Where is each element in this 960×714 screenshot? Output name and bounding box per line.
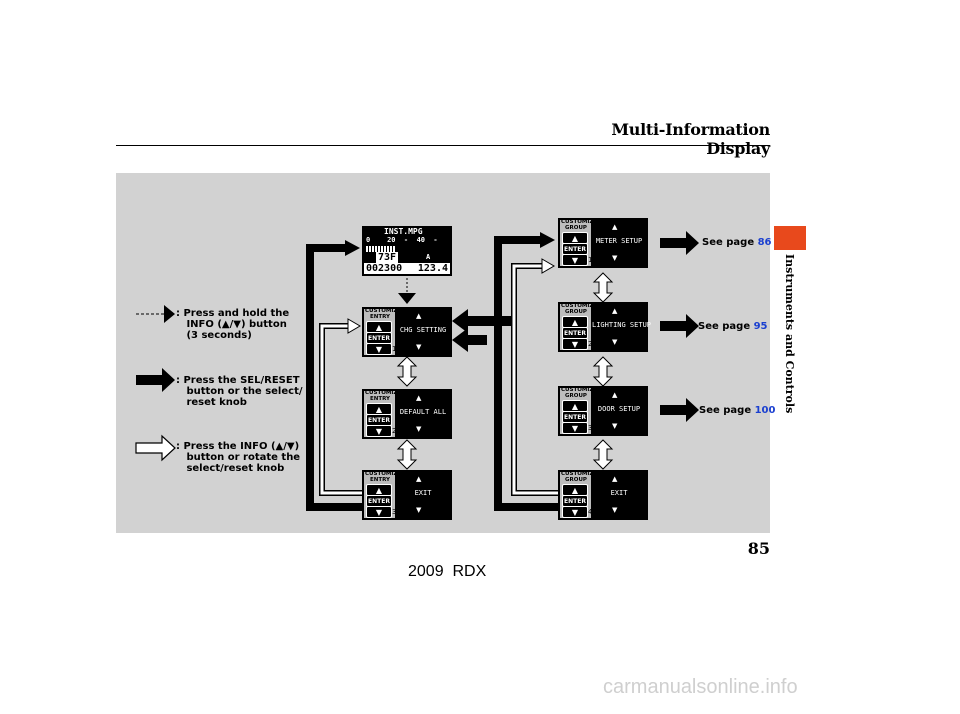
legend-hollow-arrow [135, 434, 176, 462]
down-button: ▼ [562, 338, 588, 350]
screen-meter-setup: CUSTOMIZE GROUP ▲ ENTER ▼ ▲ METER SETUP … [558, 218, 648, 268]
legend-solid-arrow [136, 368, 175, 392]
fuel-economy-bar [366, 246, 396, 252]
see-page-95[interactable]: See page 95 [698, 321, 768, 332]
screen-default-all: CUSTOMIZE ENTRY ▲ ENTER ▼ ▲ DEFAULT ALL … [362, 389, 452, 439]
down-button: ▼ [562, 254, 588, 266]
entry-black-loop [306, 244, 362, 511]
section-title: Multi-Information Display [611, 120, 770, 158]
screen-door-setup: CUSTOMIZE GROUP ▲ ENTER ▼ ▲ DOOR SETUP ▼… [558, 386, 648, 436]
page-number: 85 [747, 539, 770, 558]
screen-lighting-setup: CUSTOMIZE GROUP ▲ ENTER ▼ ▲ LIGHTING SET… [558, 302, 651, 352]
down-button: ▼ [366, 425, 392, 437]
legend-press-hold-text: : Press and hold the INFO (▲/▼) button (… [176, 308, 290, 341]
screen-group-exit: CUSTOMIZE GROUP ▲ ENTER ▼ ▲ EXIT ▼ 4/4 [558, 470, 648, 520]
screen-entry-exit: CUSTOMIZE ENTRY ▲ ENTER ▼ ▲ EXIT ▼ 3/3 [362, 470, 452, 520]
down-button: ▼ [366, 343, 392, 355]
chapter-tab [774, 226, 806, 250]
legend-info-text: : Press the INFO (▲/▼) button or rotate … [176, 441, 301, 474]
down-button: ▼ [562, 506, 588, 518]
screen-chg-setting: CUSTOMIZE ENTRY ▲ ENTER ▼ ▲ CHG SETTING … [362, 307, 452, 357]
watermark: carmanualsonline.info [603, 676, 798, 698]
see-page-100[interactable]: See page 100 [699, 405, 776, 416]
model-label: 2009 RDX [408, 563, 487, 580]
up-button: ▲ [562, 316, 588, 328]
see-page-86[interactable]: See page 86 [702, 237, 772, 248]
down-button: ▼ [562, 422, 588, 434]
title-rule [116, 145, 770, 146]
down-button: ▼ [366, 506, 392, 518]
legend-sel-reset-text: : Press the SEL/RESET button or the sele… [176, 375, 303, 408]
